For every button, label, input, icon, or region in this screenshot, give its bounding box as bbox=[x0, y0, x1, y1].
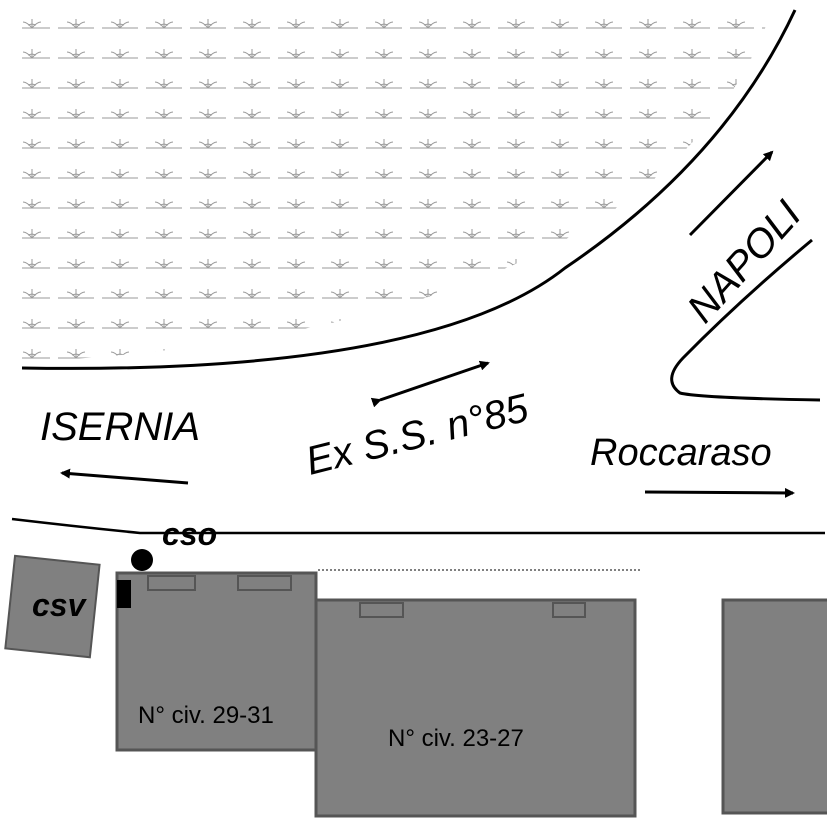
label-roccaraso: Roccaraso bbox=[590, 432, 772, 474]
road-edge-south bbox=[11, 517, 825, 535]
label-napoli: NAPOLI bbox=[679, 193, 810, 331]
double-arrow-road-icon bbox=[370, 360, 490, 408]
label-building-23-27: N° civ. 23-27 bbox=[388, 725, 524, 752]
csv-building bbox=[4, 554, 101, 659]
csv-marker-icon bbox=[117, 580, 131, 608]
label-road: Ex S.S. n°85 bbox=[302, 386, 534, 484]
building-23-27-feature bbox=[359, 602, 404, 618]
building-29-31 bbox=[115, 571, 318, 752]
building-29-31-feature bbox=[237, 575, 292, 591]
vegetation-area bbox=[22, 10, 772, 362]
building-29-31-feature bbox=[147, 575, 196, 591]
building-east bbox=[721, 598, 827, 815]
cso-marker-icon bbox=[131, 549, 153, 571]
road-edge-napoli-branch bbox=[670, 238, 821, 402]
label-building-29-31: N° civ. 29-31 bbox=[138, 702, 274, 729]
label-isernia: ISERNIA bbox=[40, 405, 200, 449]
arrow-roccaraso-icon bbox=[644, 487, 795, 498]
label-csv: csv bbox=[32, 587, 88, 623]
building-23-27-feature bbox=[552, 602, 586, 618]
arrow-napoli-icon bbox=[688, 150, 774, 237]
arrow-isernia-icon bbox=[60, 468, 189, 485]
label-cso: cso bbox=[162, 516, 217, 552]
building-23-27 bbox=[314, 598, 637, 818]
road-edge-north bbox=[21, 9, 797, 370]
